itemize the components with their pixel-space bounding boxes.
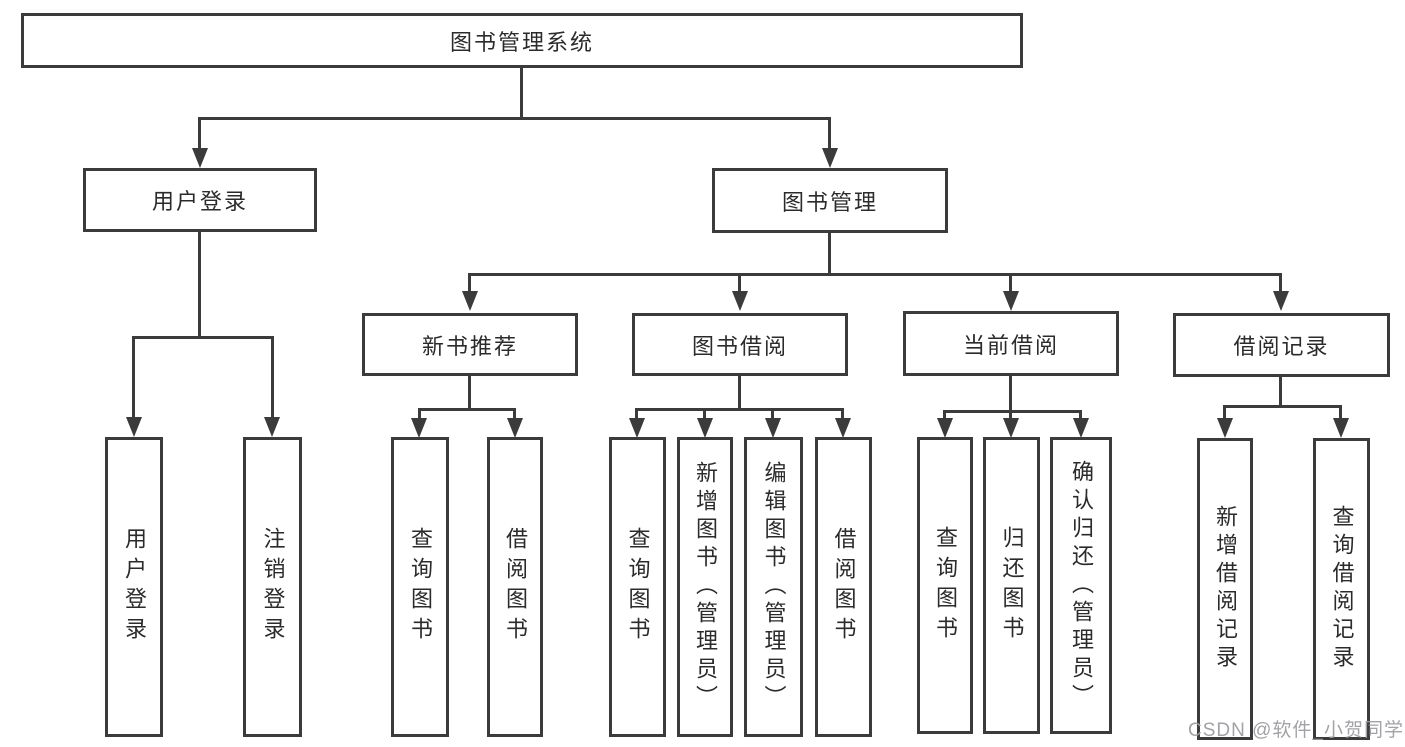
connector-h-rail [1224,405,1342,408]
node-borrow-records: 借阅记录 [1173,313,1390,377]
connector-v-line [1339,405,1342,418]
leaf-query-books-current: 查询图书 [917,437,973,734]
node-user-login-label: 用户登录 [151,189,248,214]
arrowhead-down-icon [1333,418,1349,438]
connector-h-rail [133,336,274,339]
connector-v-line [198,117,201,148]
leaf-query-books-borrowing: 查询图书 [609,437,666,737]
arrowhead-down-icon [1003,291,1019,311]
leaf-borrow-books-recommend-label: 借阅图书 [503,527,528,647]
arrowhead-down-icon [1003,418,1019,438]
leaf-add-borrow-record: 新增借阅记录 [1197,438,1253,740]
arrowhead-down-icon [822,148,838,168]
connector-v-line [828,233,831,273]
arrowhead-down-icon [835,418,851,438]
connector-v-line [1223,405,1226,418]
connector-v-line [1079,410,1082,418]
node-book-management: 图书管理 [712,168,948,233]
arrowhead-down-icon [126,417,142,437]
node-current-borrowing-label: 当前借阅 [962,332,1059,358]
node-new-book-recommend: 新书推荐 [362,313,578,376]
leaf-borrow-books-recommend: 借阅图书 [487,437,543,737]
node-book-borrowing: 图书借阅 [632,313,848,376]
connector-v-line [1009,410,1012,418]
connector-v-line [771,408,774,418]
node-root: 图书管理系统 [21,13,1023,68]
connector-h-rail [944,410,1081,413]
leaf-query-books-recommend: 查询图书 [391,437,449,737]
arrowhead-down-icon [1073,418,1089,438]
leaf-logout-label: 注销登录 [260,527,286,647]
connector-v-line [198,232,201,336]
leaf-confirm-return-admin: 确认归还（管理员） [1050,437,1112,734]
node-book-management-label: 图书管理 [781,189,878,215]
leaf-return-book: 归还图书 [983,437,1040,734]
connector-v-line [738,273,741,291]
leaf-confirm-return-admin-label: 确认归还（管理员） [1069,459,1094,712]
leaf-edit-book-admin: 编辑图书（管理员） [744,437,803,737]
leaf-add-borrow-record-label: 新增借阅记录 [1213,505,1238,673]
connector-v-line [943,410,946,418]
arrowhead-down-icon [765,418,781,438]
connector-v-line [841,408,844,418]
connector-v-line [468,273,471,291]
node-book-borrowing-label: 图书借阅 [691,333,788,359]
connector-v-line [132,336,135,417]
leaf-borrow-books: 借阅图书 [815,437,872,737]
leaf-query-books-current-label: 查询图书 [933,525,958,646]
connector-h-rail [468,273,1282,276]
leaf-add-book-admin-label: 新增图书（管理员） [693,461,718,713]
connector-v-line [1279,377,1282,405]
connector-v-line [271,336,274,417]
connector-v-line [738,376,741,408]
arrowhead-down-icon [629,418,645,438]
connector-v-line [703,408,706,418]
leaf-query-borrow-record: 查询借阅记录 [1313,438,1370,740]
leaf-return-book-label: 归还图书 [999,525,1025,646]
arrowhead-down-icon [507,418,523,438]
arrowhead-down-icon [1273,291,1289,311]
connector-v-line [468,376,471,408]
leaf-user-login: 用户登录 [105,437,163,737]
connector-h-rail [418,408,515,411]
node-borrow-records-label: 借阅记录 [1233,334,1330,359]
connector-h-rail [636,408,844,411]
connector-v-line [635,408,638,418]
leaf-borrow-books-label: 借阅图书 [831,527,857,647]
node-current-borrowing: 当前借阅 [903,311,1119,376]
leaf-edit-book-admin-label: 编辑图书（管理员） [761,461,787,713]
watermark: CSDN @软件_小贺同学 [1188,720,1404,741]
connector-v-line [828,117,831,148]
connector-v-line [1009,376,1012,410]
leaf-query-books-recommend-label: 查询图书 [408,527,433,647]
arrowhead-down-icon [411,418,427,438]
connector-v-line [513,408,516,418]
connector-v-line [418,408,421,418]
leaf-query-books-borrowing-label: 查询图书 [625,527,651,647]
node-root-label: 图书管理系统 [449,29,594,55]
arrowhead-down-icon [192,148,208,168]
arrowhead-down-icon [732,291,748,311]
arrowhead-down-icon [1217,418,1233,438]
leaf-user-login-label: 用户登录 [122,527,147,647]
leaf-add-book-admin: 新增图书（管理员） [677,437,733,737]
node-user-login: 用户登录 [83,168,317,232]
arrowhead-down-icon [264,417,280,437]
connector-h-rail [198,117,831,120]
leaf-query-borrow-record-label: 查询借阅记录 [1329,505,1355,673]
arrowhead-down-icon [697,418,713,438]
connector-v-line [520,68,523,117]
arrowhead-down-icon [937,418,953,438]
node-new-book-recommend-label: 新书推荐 [421,333,518,359]
leaf-logout: 注销登录 [243,437,302,737]
connector-v-line [1279,273,1282,291]
connector-v-line [1009,273,1012,291]
arrowhead-down-icon [462,291,478,311]
